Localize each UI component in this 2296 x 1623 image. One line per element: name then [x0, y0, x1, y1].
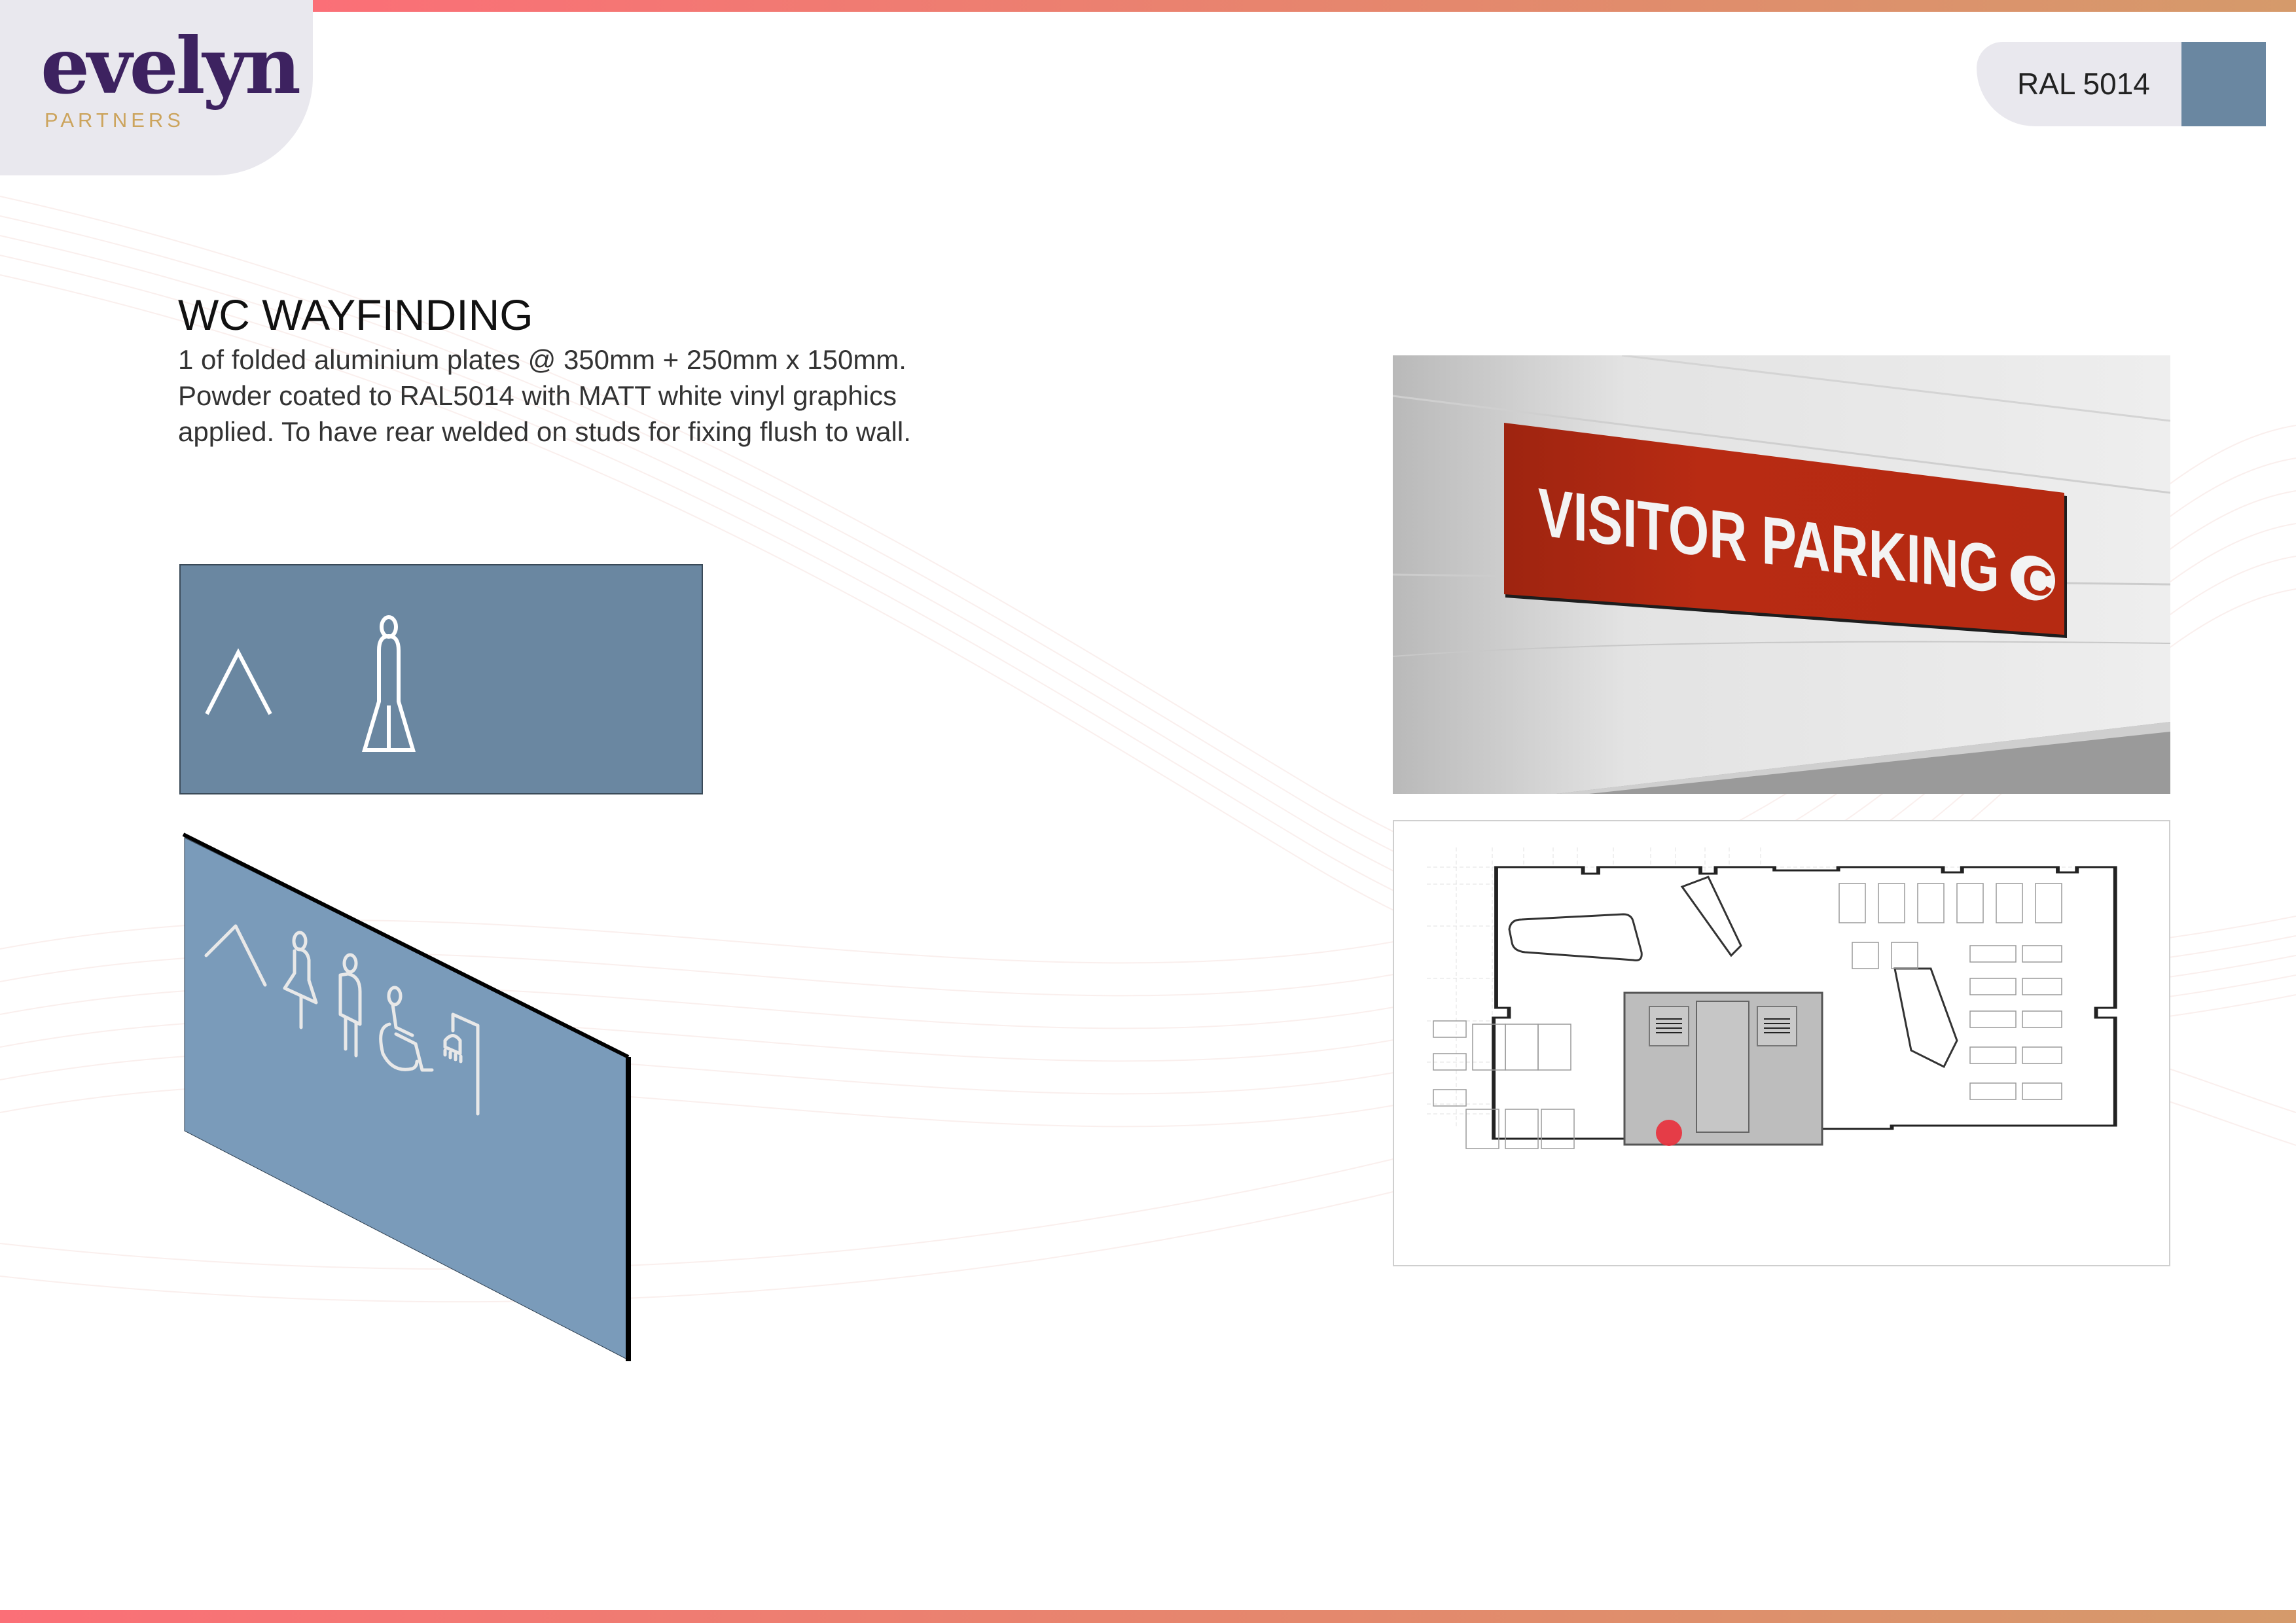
floor-plan-drawing	[1393, 820, 2170, 1266]
male-icon	[338, 953, 362, 1058]
sign-front-graphics	[205, 615, 416, 752]
parking-sign-badge: C	[2022, 555, 2053, 605]
reference-photo-visitor-parking: VISITOR PARKING C	[1393, 355, 2170, 794]
ral-label: RAL 5014	[2017, 67, 2150, 101]
direction-arrow-icon	[204, 924, 267, 987]
top-gradient-bar	[313, 0, 2296, 12]
ral-color-badge: RAL 5014	[1977, 42, 2266, 126]
description-line: applied. To have rear welded on studs fo…	[178, 416, 911, 447]
floor-plan-graphic	[1427, 847, 2117, 1149]
accessible-wheelchair-icon	[379, 986, 434, 1072]
page-title: WC WAYFINDING	[178, 291, 533, 339]
description-line: Powder coated to RAL5014 with MATT white…	[178, 380, 897, 411]
female-icon	[283, 931, 318, 1029]
logo-subline: PARTNERS	[45, 109, 185, 132]
direction-arrow-icon	[205, 648, 272, 715]
location-marker-icon	[1656, 1120, 1682, 1146]
sign-front-elevation	[179, 564, 703, 794]
logo-wordmark: evelyn	[41, 20, 301, 111]
visitor-parking-photo-graphic: VISITOR PARKING C	[1393, 355, 2170, 794]
bottom-gradient-bar	[0, 1610, 2296, 1623]
ral-color-swatch	[2181, 42, 2266, 126]
female-icon	[361, 615, 416, 752]
spec-description: 1 of folded aluminium plates @ 350mm + 2…	[178, 342, 1042, 450]
logo-panel: evelyn PARTNERS	[0, 0, 313, 175]
shower-icon	[443, 1012, 480, 1116]
sign-isometric-view	[182, 832, 631, 1361]
description-line: 1 of folded aluminium plates @ 350mm + 2…	[178, 344, 906, 375]
